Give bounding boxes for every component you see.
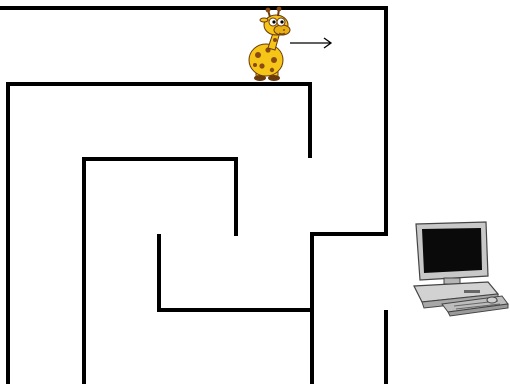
wall-second-ring (6, 82, 312, 384)
direction-arrow-icon (290, 37, 333, 49)
giraffe-icon[interactable] (248, 6, 291, 81)
wall-inner-spiral (157, 234, 312, 312)
maze-walls (0, 6, 388, 384)
desktop-computer-icon[interactable] (413, 221, 509, 317)
wall-third-ring (82, 157, 238, 384)
outer-wall-top-right (0, 6, 388, 384)
